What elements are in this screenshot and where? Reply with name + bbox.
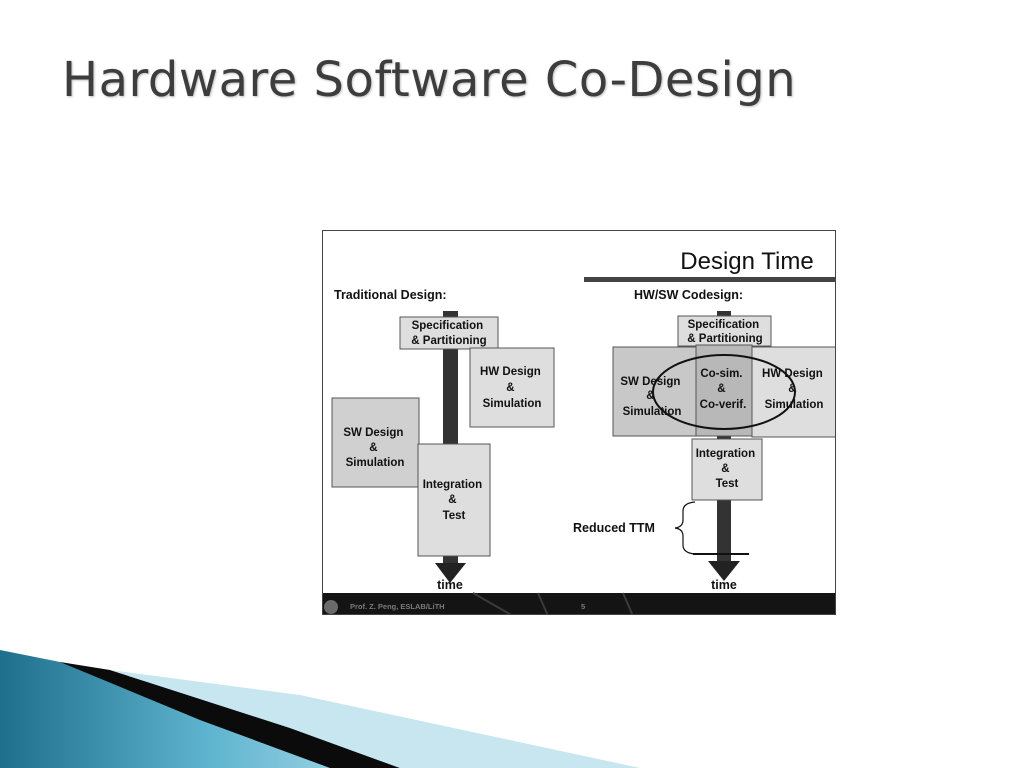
heading-underline [584,277,835,282]
traditional-hw-box [469,347,555,428]
codesign-spec-box [677,315,772,347]
design-time-figure: Design Time Traditional Design: time Spe… [322,230,836,615]
footer-credit: Prof. Z. Peng, ESLAB/LiTH [350,602,445,611]
codesign-cosim-text: Co-sim. & Co-verif. [700,368,747,411]
footer-page-number: 5 [581,602,585,611]
figure-heading: Design Time [680,248,813,275]
traditional-sw-box [331,397,420,488]
traditional-integration-text: Integration & Test [423,479,486,522]
codesign-time-label: time [711,578,737,592]
codesign-time-arrow [708,561,740,581]
overlap-ellipse [652,354,796,430]
figure-footer [323,593,835,614]
codesign-cosim-box [695,344,753,437]
decorative-bottom-band [0,650,640,768]
codesign-hw-text: HW Design & Simulation [762,368,826,411]
slide-title: Hardware Software Co-Design [62,52,797,108]
reduced-ttm-label: Reduced TTM [573,521,655,535]
codesign-spec-text: Specification & Partitioning [687,319,762,345]
design-time-diagram: Design Time Traditional Design: time Spe… [323,248,835,614]
traditional-time-label: time [437,578,463,592]
codesign-integration-text: Integration & Test [696,448,759,490]
band-black-stripe [60,662,400,768]
traditional-time-arrow [435,563,466,583]
reduced-ttm-brace [674,501,696,555]
traditional-spec-text: Specification & Partitioning [411,320,486,347]
band-light-wedge [110,670,640,768]
codesign-label: HW/SW Codesign: [634,288,743,302]
traditional-label: Traditional Design: [334,288,447,302]
traditional-integration-box [417,443,491,557]
traditional-spec-box [399,316,499,350]
footer-pattern [472,592,634,614]
codesign-integration-box [691,438,763,501]
traditional-sw-text: SW Design & Simulation [343,427,406,469]
traditional-hw-text: HW Design & Simulation [480,366,544,410]
footer-logo-icon [324,600,338,614]
